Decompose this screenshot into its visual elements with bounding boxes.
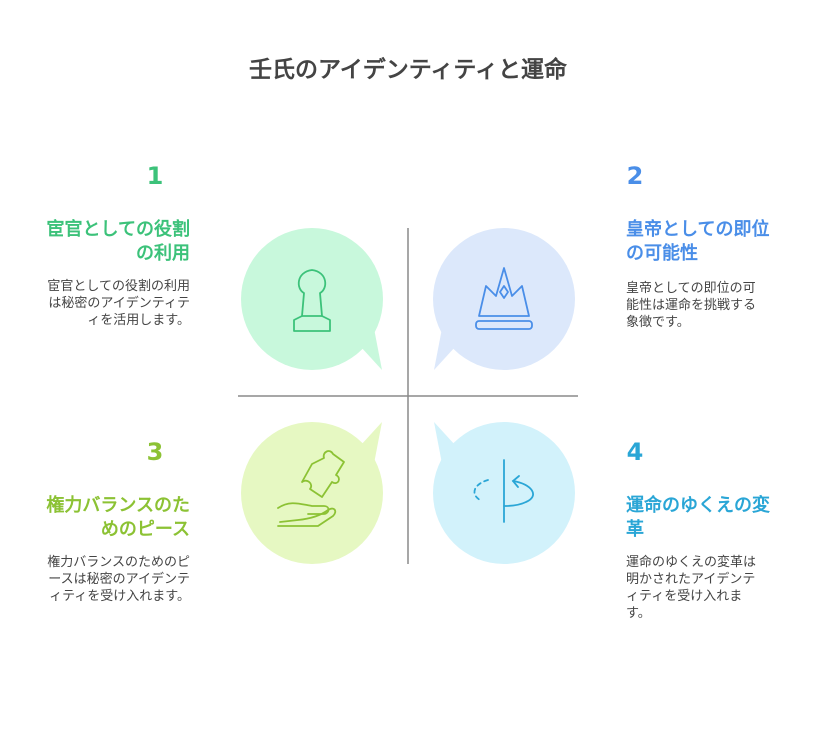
quadrant-1-heading: 宦官としての役割の利用 [46,219,190,264]
bubble-2 [433,228,575,370]
quadrant-2-description: 皇帝としての即位の可能性は運命を挑戦する象徴です。 [626,281,757,330]
quadrant-2-number: 2 [626,162,644,190]
chess-pawn-icon [293,269,331,332]
quadrant-3-heading: 権力バランスのためのピース [46,495,190,540]
quadrant-1-description: 宦官としての役割の利用は秘密のアイデンティティを活用します。 [47,279,190,328]
crown-icon [475,267,533,330]
rotate-axis-icon [473,459,534,523]
bubble-3 [241,422,383,564]
quadrant-2-heading: 皇帝としての即位の可能性 [626,219,770,264]
quadrant-3-description: 権力バランスのためのピースは秘密のアイデンティティを受け入れます。 [47,555,190,604]
quadrant-1-number: 1 [146,162,164,190]
quadrant-4-number: 4 [626,438,644,466]
puzzle-hand-icon [277,450,345,527]
quadrant-4-heading: 運命のゆくえの変革 [626,495,770,540]
page-title: 壬氏のアイデンティティと運命 [248,57,568,83]
quadrant-4-description: 運命のゆくえの変革は明かされたアイデンティティを受け入れます。 [626,555,757,621]
bubble-1 [241,228,383,370]
quadrant-3-number: 3 [146,438,164,466]
